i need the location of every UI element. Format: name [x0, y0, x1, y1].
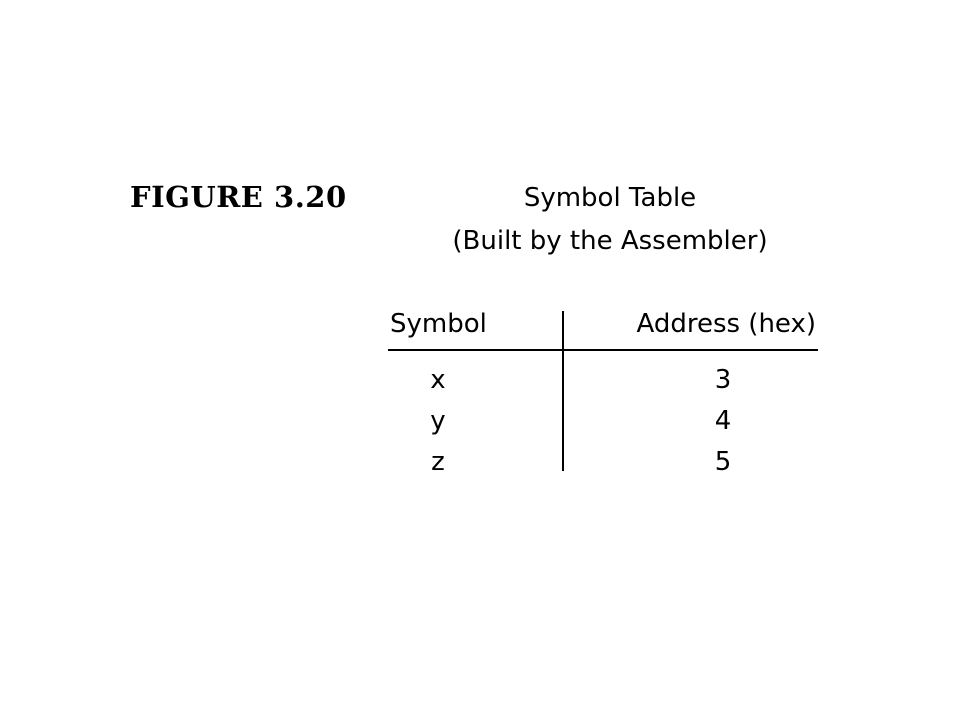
table-cell-address: 3: [714, 365, 732, 395]
table-cell-address: 5: [714, 447, 732, 477]
column-divider: [562, 311, 564, 471]
header-divider: [388, 349, 818, 351]
figure-subtitle: (Built by the Assembler): [452, 226, 768, 256]
table-cell-symbol: z: [431, 447, 445, 477]
figure-title: Symbol Table: [523, 183, 697, 213]
column-header-symbol: Symbol: [390, 309, 487, 339]
symbol-table: Symbol Address (hex) x 3 y 4 z 5: [388, 305, 818, 477]
column-header-address: Address (hex): [636, 309, 817, 339]
table-cell-symbol: y: [430, 406, 446, 436]
figure-label: FIGURE 3.20: [130, 180, 347, 214]
table-cell-address: 4: [714, 406, 732, 436]
table-cell-symbol: x: [430, 365, 446, 395]
